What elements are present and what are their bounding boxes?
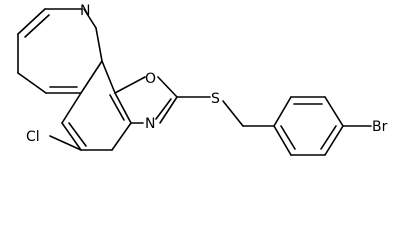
molecule-diagram: N O N S Cl Br: [17, 3, 388, 156]
sulfur-atom-label: S: [211, 91, 220, 107]
bond: [273, 96, 292, 127]
oxygen-atom-label: O: [145, 71, 156, 87]
bond: [114, 76, 146, 94]
chlorine-atom-label: Cl: [26, 129, 40, 145]
benzylthio-group: [176, 96, 275, 127]
bromine-atom-label: Br: [372, 119, 388, 135]
bond: [273, 125, 292, 156]
bromophenyl-ring: [273, 96, 344, 156]
pyridine-ring: [17, 8, 103, 94]
bond: [324, 125, 344, 156]
bond: [68, 122, 87, 147]
bond: [101, 60, 116, 94]
bond: [157, 76, 178, 98]
oxazole-ring: [114, 76, 178, 124]
nitrogen-atom-label: N: [80, 3, 90, 19]
bond: [111, 122, 132, 151]
benzene-ring: [61, 60, 132, 151]
bond: [159, 96, 178, 124]
bond: [155, 98, 172, 120]
bond: [222, 100, 244, 127]
bond: [61, 122, 82, 151]
bond: [83, 8, 97, 29]
bond: [17, 8, 46, 35]
bond: [280, 125, 296, 150]
bond: [24, 14, 50, 38]
nitrogen-atom-label: N: [145, 116, 155, 132]
bond: [95, 27, 103, 62]
bond: [324, 96, 344, 127]
bond: [61, 92, 82, 124]
bond: [80, 60, 103, 94]
bond: [114, 92, 132, 124]
bond: [109, 94, 125, 121]
chlorine-bond: [49, 135, 82, 151]
bond: [320, 125, 337, 150]
bond: [17, 72, 47, 94]
